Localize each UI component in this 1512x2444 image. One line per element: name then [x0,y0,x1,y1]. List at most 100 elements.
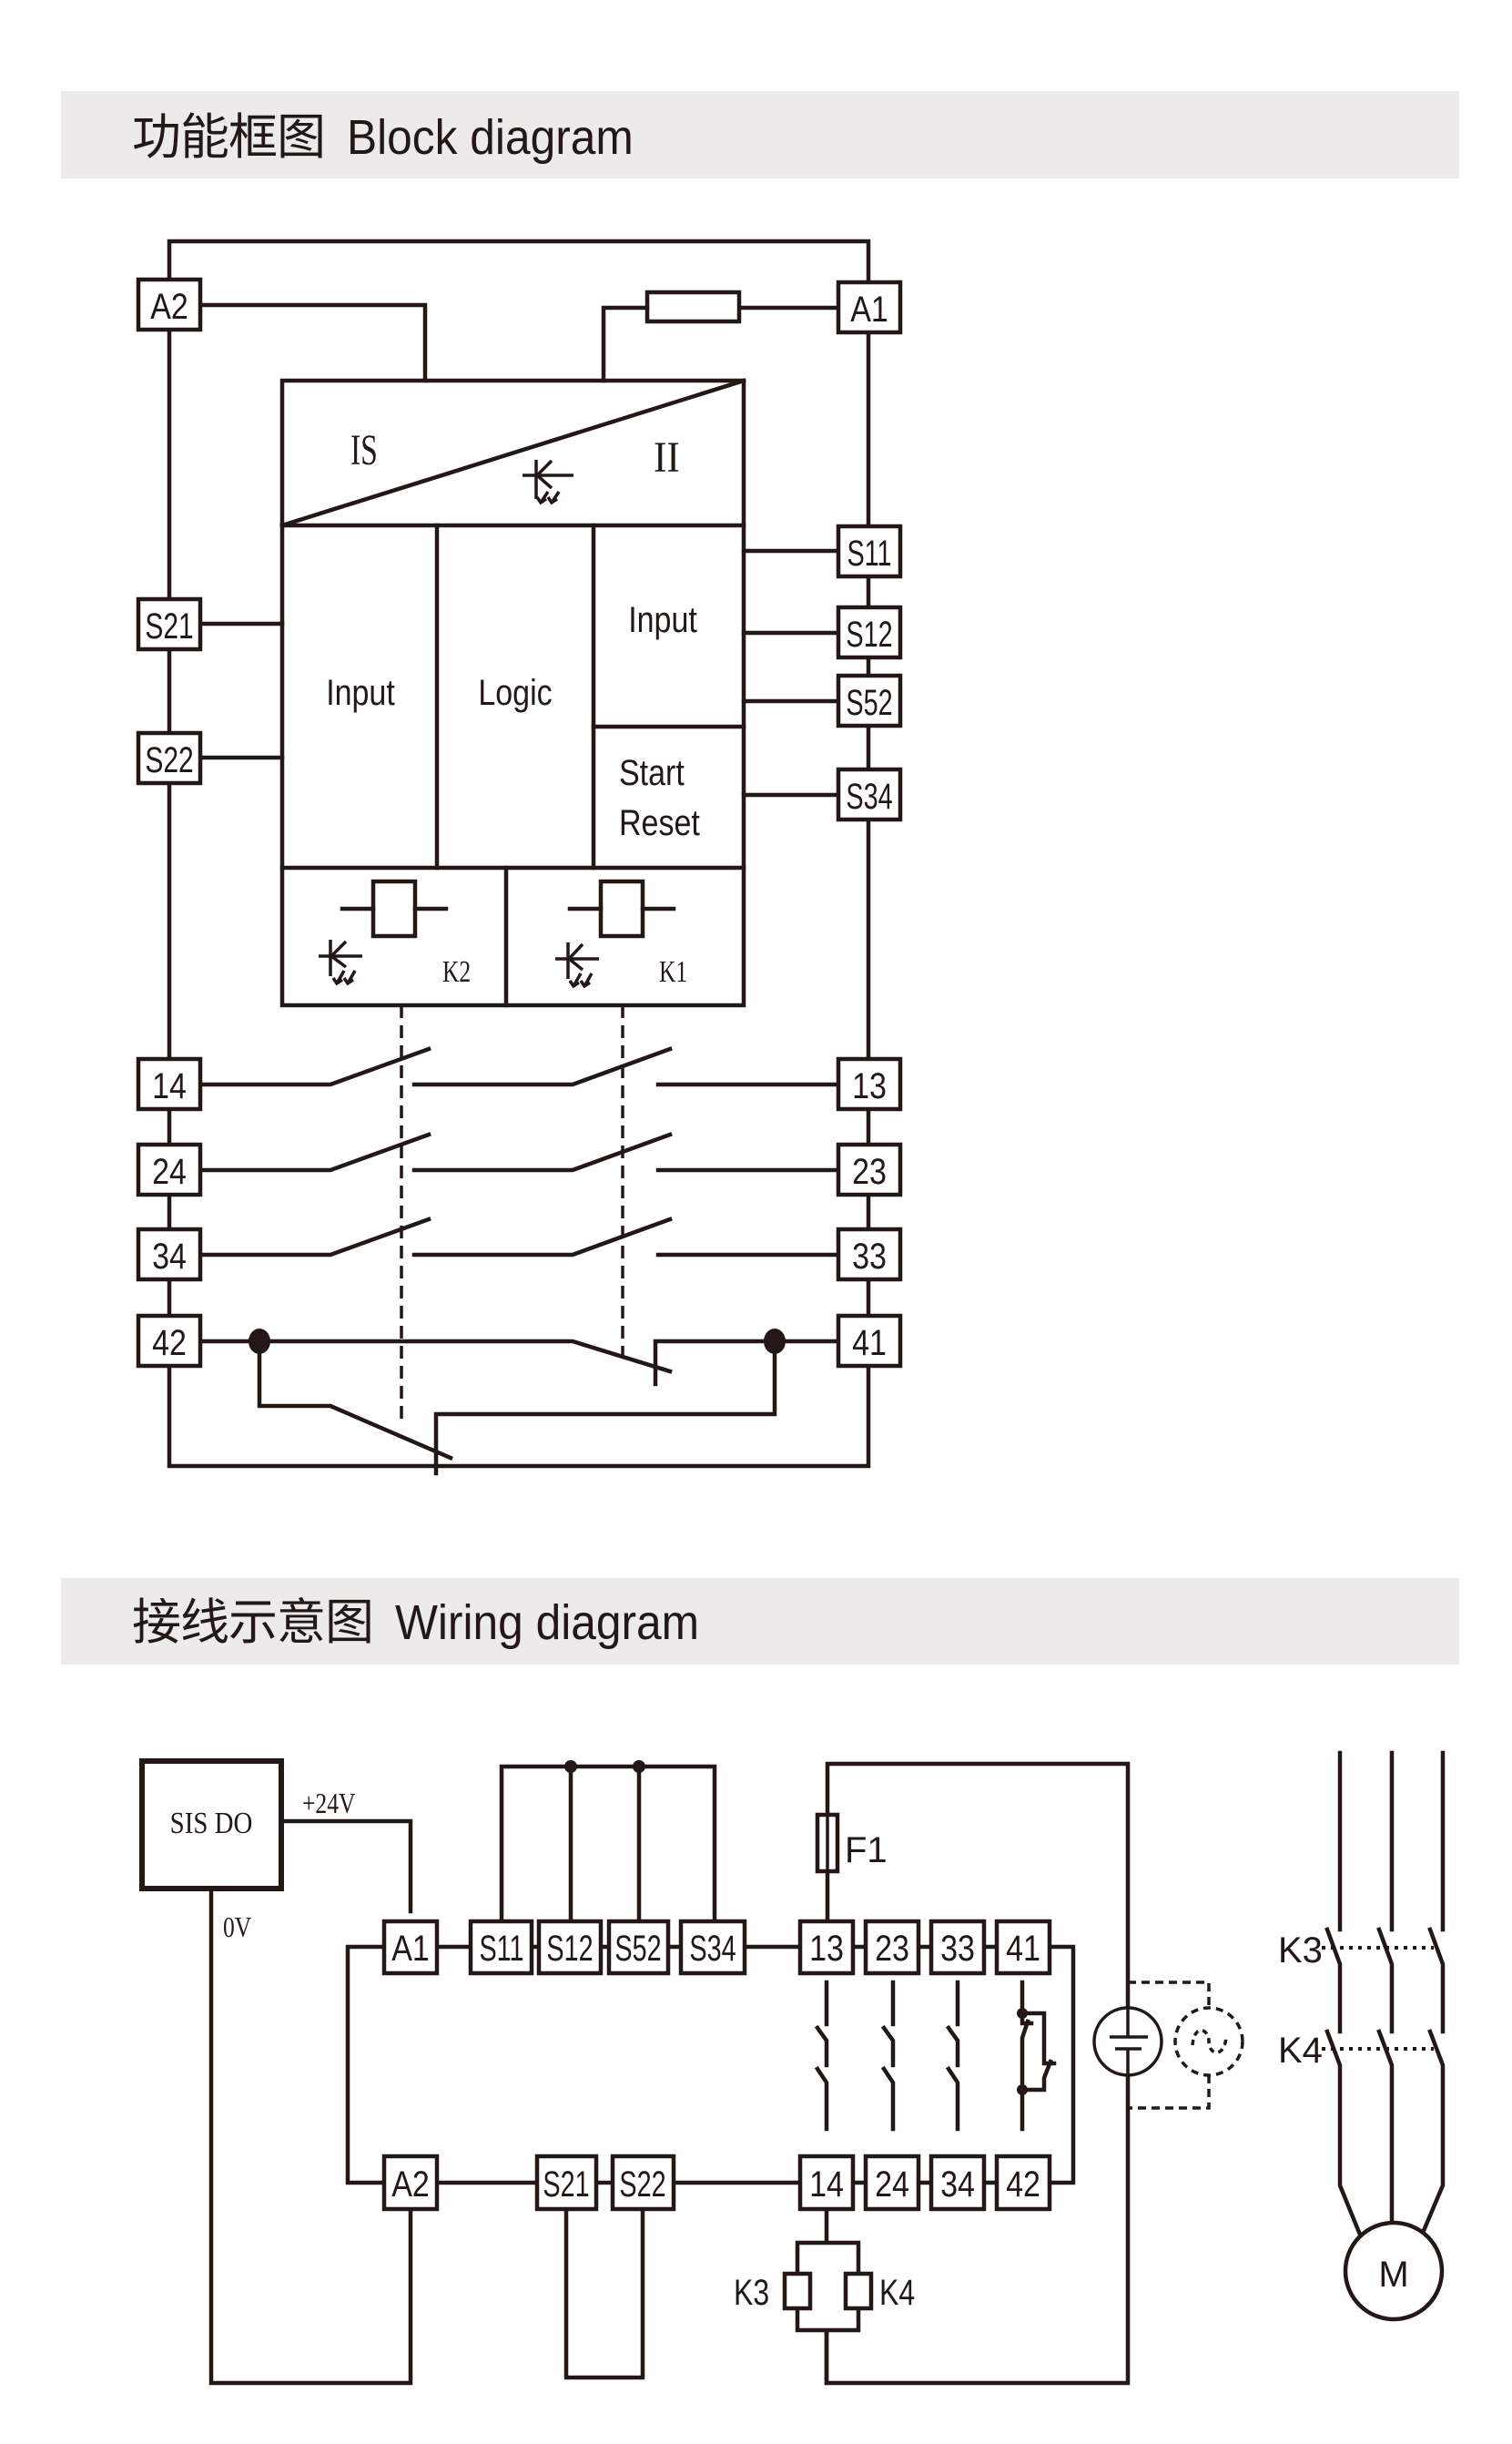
wiring-terminal-S34[interactable]: S34 [678,1919,747,1976]
wiring-terminal-13[interactable]: 13 [797,1919,856,1976]
contactor-k3-label: K3 [1278,1930,1323,1970]
terminal-label: 34 [940,2163,975,2204]
terminal-42[interactable]: 42 [136,1313,203,1369]
s21-s22-loop-wire [563,2206,645,2380]
motor-icon [1343,2220,1445,2322]
input-right-label: Input [628,598,697,639]
logic-label: Logic [478,671,552,712]
isolation-symbol-left: IS [350,425,378,474]
block-diagram: IS II Input Logic Input Start Reset [136,239,903,1476]
relay-k2-label: K2 [442,953,471,988]
coil-branch-wire [795,2206,861,2386]
start-label: Start [619,751,685,792]
a1-a2-bridge-wire [345,1944,387,2185]
wiring-terminal-A1[interactable]: A1 [381,1919,440,1976]
terminal-23[interactable]: 23 [836,1142,903,1197]
wiring-terminal-23[interactable]: 23 [863,1919,921,1976]
wiring-terminal-A2[interactable]: A2 [381,2154,440,2212]
terminal-label: 24 [875,2163,909,2204]
reset-label: Reset [619,801,700,842]
terminal-label: S21 [543,2164,589,2205]
wiring-terminal-S12[interactable]: S12 [536,1919,604,1976]
terminal-34[interactable]: 34 [136,1227,203,1282]
zero-volt-wire [208,1886,413,2386]
a2-supply-wire [198,302,428,383]
terminal-label: 13 [809,1927,844,1968]
relay-k2-led-icon [319,940,362,986]
terminal-S22[interactable]: S22 [136,730,203,786]
ac-power-source-icon [1128,1981,1244,2110]
terminal-label: 23 [852,1150,887,1191]
fuse-f1-label: F1 [845,1830,888,1870]
terminal-41[interactable]: 41 [836,1313,903,1369]
fuse-to-box-wire [601,305,650,383]
41-42-bridge-wire [1047,1944,1076,2185]
contact-23-24-icon [880,1980,896,2132]
terminal-label: 24 [152,1150,187,1191]
wiring-terminal-S52[interactable]: S52 [606,1919,671,1976]
relay-k1-label: K1 [659,953,687,988]
terminal-S12[interactable]: S12 [836,605,903,660]
wiring-terminal-42[interactable]: 42 [994,2154,1052,2212]
sis-do-controller [139,1758,284,1891]
terminal-S21[interactable]: S21 [136,596,203,652]
isolation-diagonal [279,378,746,528]
wiring-terminal-S22[interactable]: S22 [610,2154,676,2212]
terminal-label: 14 [809,2163,844,2204]
wiring-terminal-14[interactable]: 14 [797,2154,856,2212]
contactor-k4-label: K4 [1278,2031,1323,2071]
block-title-cn: 功能框图 [132,108,326,166]
wiring-diagram: SIS DO +24V 0V F1 [139,1750,1446,2386]
junction-dot-41 [764,1329,786,1354]
junction-dot-42 [249,1329,270,1354]
coil-k3-icon [782,2271,813,2311]
internal-fuse-icon [644,290,742,324]
terminal-label: 42 [1006,2163,1040,2204]
terminal-A1[interactable]: A1 [836,280,903,335]
plus24v-label: +24V [302,1787,356,1819]
terminal-A2[interactable]: A2 [136,277,203,332]
terminal-33[interactable]: 33 [836,1227,903,1282]
terminal-label: S22 [619,2164,665,2205]
terminal-label: 14 [152,1064,187,1105]
terminal-label: A2 [150,285,188,326]
terminal-24[interactable]: 24 [136,1142,203,1197]
terminal-label: S11 [847,533,891,574]
terminal-S52[interactable]: S52 [836,673,903,728]
wiring-terminal-S21[interactable]: S21 [534,2154,599,2212]
zero-volt-label: 0V [223,1911,251,1943]
contact-row-14-13 [198,1046,841,1087]
wiring-terminal-41[interactable]: 41 [994,1919,1052,1976]
contact-row-34-33 [198,1217,841,1258]
wiring-title-cn: 接线示意图 [132,1594,374,1651]
terminal-label: A1 [850,288,888,329]
terminal-S34[interactable]: S34 [836,767,903,822]
terminal-13[interactable]: 13 [836,1056,903,1112]
terminal-label: A1 [391,1927,430,1968]
terminal-S11[interactable]: S11 [836,524,903,579]
dc-power-source-icon [1092,2006,1163,2077]
wiring-terminal-34[interactable]: 34 [929,2154,987,2212]
terminal-label: S34 [689,1928,736,1969]
terminal-label: 42 [152,1321,187,1362]
contact-41-42-nc-icon [1017,1980,1057,2132]
wiring-terminal-33[interactable]: 33 [929,1919,987,1976]
terminal-label: 23 [875,1927,909,1968]
bus-junction-dot [633,1760,645,1773]
terminal-label: 33 [940,1927,975,1968]
terminal-label: S11 [479,1928,523,1969]
wiring-terminal-S11[interactable]: S11 [468,1919,534,1976]
isolation-symbol-right: II [654,433,680,482]
terminal-label: 41 [852,1321,887,1362]
coil-k4-icon [843,2271,874,2311]
terminal-14[interactable]: 14 [136,1056,203,1112]
coil-k4-label: K4 [879,2272,915,2313]
contact-row-42-41 [198,1329,841,1476]
terminal-label: S22 [145,740,193,780]
wiring-terminal-24[interactable]: 24 [863,2154,921,2212]
terminal-label: A2 [391,2163,430,2204]
